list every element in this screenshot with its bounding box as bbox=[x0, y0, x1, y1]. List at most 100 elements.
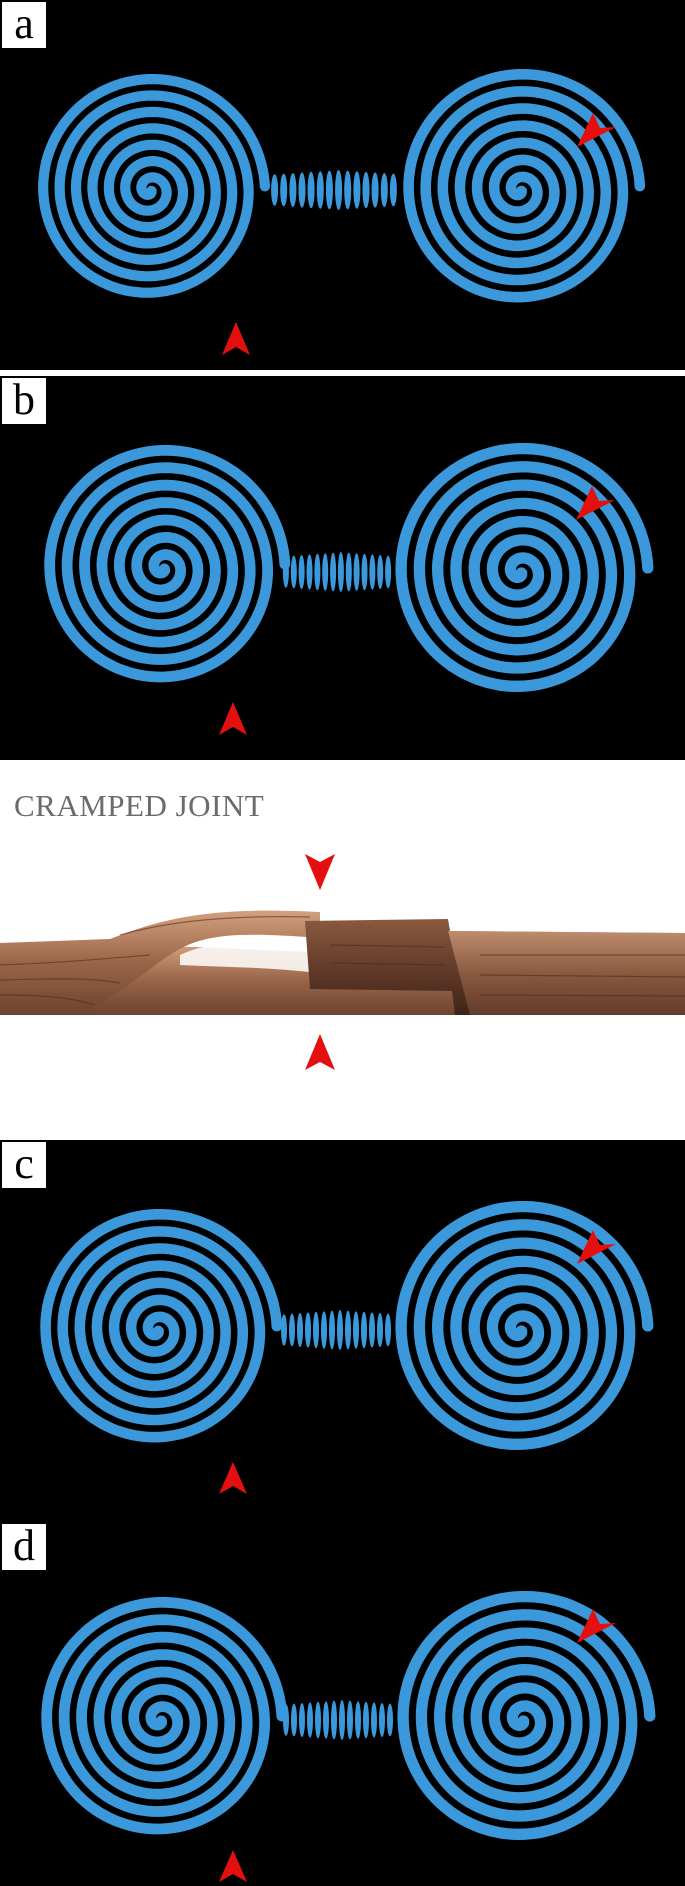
spring-segment bbox=[325, 170, 333, 210]
spring-segment bbox=[339, 1700, 345, 1740]
spring-segment bbox=[271, 174, 279, 206]
spring-segment bbox=[345, 1310, 351, 1350]
left-coil bbox=[44, 444, 291, 683]
spring-segment bbox=[345, 552, 352, 592]
right-coil bbox=[397, 1590, 656, 1840]
spring-segment bbox=[344, 170, 352, 210]
left-coil bbox=[41, 1596, 288, 1835]
spring-segment bbox=[297, 1313, 303, 1347]
connector-spring bbox=[271, 170, 397, 210]
spring-segment bbox=[389, 173, 397, 207]
spring-segment bbox=[369, 554, 376, 590]
spring-segment bbox=[353, 1311, 359, 1349]
spring-segment bbox=[291, 1703, 297, 1737]
spring-segment bbox=[377, 1313, 383, 1347]
spring-segment bbox=[289, 1313, 295, 1347]
spring-segment bbox=[315, 1701, 321, 1739]
spring-segment bbox=[307, 1702, 313, 1738]
spring-segment bbox=[335, 170, 343, 210]
spring-segment bbox=[353, 553, 360, 591]
spring-segment bbox=[362, 171, 370, 209]
coil-spiral bbox=[403, 69, 646, 303]
spring-segment bbox=[329, 1310, 335, 1350]
spring-segment bbox=[353, 171, 361, 209]
spring-segment bbox=[305, 1312, 311, 1348]
spring-segment bbox=[307, 171, 315, 209]
panel-label-b: b bbox=[2, 378, 46, 424]
connector-spring bbox=[282, 552, 392, 592]
spring-segment bbox=[298, 555, 305, 589]
spring-segment bbox=[371, 172, 379, 208]
red-arrowhead-bottom bbox=[219, 1850, 247, 1882]
panel-c: c bbox=[0, 1140, 685, 1522]
panel-d: d bbox=[0, 1522, 685, 1886]
coil-spiral bbox=[40, 1209, 283, 1443]
spring-segment bbox=[283, 1704, 289, 1736]
panel-d-graphic bbox=[41, 1590, 656, 1882]
red-arrowhead-bottom bbox=[219, 702, 247, 735]
spring-segment bbox=[316, 171, 324, 209]
panel-a: a bbox=[0, 0, 685, 370]
spring-segment bbox=[299, 1703, 305, 1737]
spring-segment bbox=[337, 1310, 343, 1350]
right-coil bbox=[395, 442, 654, 692]
spring-segment bbox=[281, 1314, 287, 1346]
red-arrowhead-bottom-joint bbox=[305, 1034, 335, 1070]
coil-spiral bbox=[395, 1200, 654, 1450]
left-coil bbox=[38, 74, 270, 298]
spring-segment bbox=[290, 555, 297, 589]
coil-spiral bbox=[44, 444, 291, 683]
coil-spiral bbox=[397, 1590, 656, 1840]
spring-segment bbox=[387, 1703, 393, 1737]
coil-spiral bbox=[38, 74, 270, 298]
panel-b-graphic bbox=[44, 442, 654, 735]
spring-segment bbox=[282, 556, 289, 588]
connector-spring bbox=[283, 1700, 393, 1740]
spring-segment bbox=[363, 1701, 369, 1739]
panel-label-a: a bbox=[2, 2, 46, 48]
spring-segment bbox=[298, 172, 306, 208]
red-arrowhead-bottom bbox=[222, 322, 250, 355]
left-coil bbox=[40, 1209, 283, 1443]
spring-segment bbox=[330, 552, 337, 592]
spring-segment bbox=[313, 1311, 319, 1349]
spring-segment bbox=[361, 553, 368, 591]
right-coil bbox=[403, 69, 646, 303]
spring-segment bbox=[337, 552, 344, 592]
spring-segment bbox=[379, 1703, 385, 1737]
spring-segment bbox=[306, 554, 313, 590]
red-arrowhead-right bbox=[577, 113, 616, 147]
cramped-joint-photo bbox=[0, 910, 685, 1015]
spring-segment bbox=[323, 1701, 329, 1739]
red-arrowhead-bottom bbox=[219, 1462, 247, 1494]
spring-segment bbox=[380, 173, 388, 207]
panel-label-c: c bbox=[2, 1142, 46, 1188]
red-arrowhead-top bbox=[305, 854, 335, 890]
cramped-joint-caption: CRAMPED JOINT bbox=[14, 788, 265, 823]
spring-segment bbox=[385, 1313, 391, 1347]
panel-a-graphic bbox=[38, 69, 646, 355]
red-arrowhead-right bbox=[576, 486, 615, 520]
red-arrowhead-right bbox=[577, 1609, 616, 1643]
spring-segment bbox=[314, 553, 321, 591]
spring-segment bbox=[355, 1701, 361, 1739]
spring-segment bbox=[385, 555, 392, 589]
panel-b: b bbox=[0, 376, 685, 760]
spring-segment bbox=[369, 1312, 375, 1348]
coil-spiral bbox=[395, 442, 654, 692]
panel-label-d: d bbox=[2, 1524, 46, 1570]
spring-segment bbox=[289, 173, 297, 207]
red-arrowhead-right bbox=[577, 1230, 616, 1264]
spring-segment bbox=[377, 555, 384, 589]
right-coil bbox=[395, 1200, 654, 1450]
spring-segment bbox=[280, 173, 288, 207]
coil-spiral bbox=[41, 1596, 288, 1835]
spring-segment bbox=[371, 1702, 377, 1738]
spring-segment bbox=[321, 1311, 327, 1349]
spring-segment bbox=[347, 1700, 353, 1740]
spring-segment bbox=[322, 553, 329, 591]
spring-segment bbox=[361, 1311, 367, 1349]
panel-c-graphic bbox=[40, 1200, 654, 1494]
spring-segment bbox=[331, 1700, 337, 1740]
connector-spring bbox=[281, 1310, 391, 1350]
